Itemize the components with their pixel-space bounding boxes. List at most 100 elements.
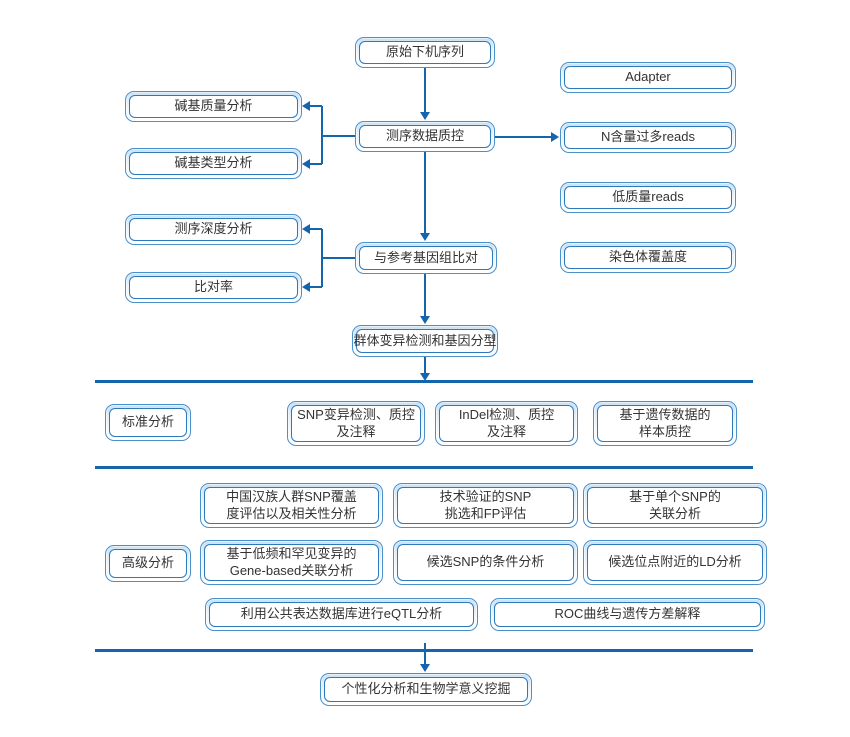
flow-node-label: 群体变异检测和基因分型 [353,329,497,353]
flow-node-label: InDel检测、质控及注释 [439,405,574,442]
connector-line [495,136,551,138]
arrowhead-down-icon [420,373,430,381]
arrowhead-right-icon [551,132,559,142]
connector-line [322,257,355,259]
label-line: 基于低频和罕见变异的 [226,546,357,562]
flow-node-low-quality-reads: 低质量reads [560,182,736,213]
flow-node-label: SNP变异检测、质控及注释 [291,405,421,442]
flow-node-label: 测序数据质控 [359,125,491,148]
flow-node-indel-detect: InDel检测、质控及注释 [435,401,578,446]
label-line: 与参考基因组比对 [373,249,478,265]
label-line: 候选位点附近的LD分析 [608,554,742,570]
label-line: InDel检测、质控 [458,407,555,423]
flow-node-ref-align: 与参考基因组比对 [355,242,497,274]
flow-node-label: 候选位点附近的LD分析 [587,544,763,581]
flow-node-label: 基于遗传数据的样本质控 [597,405,733,442]
connector-line [424,357,426,373]
label-line: 中国汉族人群SNP覆盖 [226,489,357,505]
flow-node-label: 原始下机序列 [359,41,491,64]
flow-node-n-content-reads: N含量过多reads [560,122,736,153]
label-line: 染色体覆盖度 [608,249,687,265]
flow-node-single-snp-assoc: 基于单个SNP的关联分析 [583,483,767,528]
connector-line [424,274,426,316]
arrowhead-down-icon [420,316,430,324]
label-line: ROC曲线与遗传方差解释 [554,606,701,622]
connector-line [322,135,355,137]
arrowhead-left-icon [302,224,310,234]
flow-node-advanced-label: 高级分析 [105,545,191,582]
label-line: 挑选和FP评估 [444,505,527,521]
arrowhead-left-icon [302,159,310,169]
label-line: N含量过多reads [601,129,695,145]
flow-node-label: 碱基质量分析 [129,95,298,118]
label-line: 及注释 [336,423,376,439]
label-line: SNP变异检测、质控 [297,407,415,423]
flow-node-variant-genotype: 群体变异检测和基因分型 [352,325,498,357]
label-line: Adapter [625,69,671,85]
section-divider-2 [95,466,753,469]
label-line: 碱基质量分析 [174,98,253,114]
label-line: Gene-based关联分析 [229,562,354,578]
label-line: 测序深度分析 [174,221,253,237]
label-line: 度评估以及相关性分析 [226,505,357,521]
flow-node-roc-curve: ROC曲线与遗传方差解释 [490,598,765,631]
label-line: 低质量reads [612,189,684,205]
label-line: 高级分析 [121,555,174,571]
flow-node-personalized: 个性化分析和生物学意义挖掘 [320,673,532,706]
flow-node-standard-label: 标准分析 [105,404,191,441]
connector-line [310,163,322,165]
label-line: 基于遗传数据的 [619,407,711,423]
flow-node-label: Adapter [564,66,732,89]
label-line: 比对率 [193,279,233,295]
label-line: 原始下机序列 [385,44,464,60]
flow-node-eqtl-analysis: 利用公共表达数据库进行eQTL分析 [205,598,478,631]
flow-node-label: 利用公共表达数据库进行eQTL分析 [209,602,474,627]
flow-node-map-rate: 比对率 [125,272,302,303]
label-line: 碱基类型分析 [174,155,253,171]
flow-node-candidate-snp: 候选SNP的条件分析 [393,540,578,585]
flow-node-base-type: 碱基类型分析 [125,148,302,179]
label-line: 群体变异检测和基因分型 [353,332,497,348]
flow-node-label: 测序深度分析 [129,218,298,241]
flow-node-label: 碱基类型分析 [129,152,298,175]
arrowhead-down-icon [420,112,430,120]
flow-node-label: 中国汉族人群SNP覆盖度评估以及相关性分析 [204,487,379,524]
arrowhead-down-icon [420,233,430,241]
arrowhead-down-icon [420,664,430,672]
flow-node-han-snp-coverage: 中国汉族人群SNP覆盖度评估以及相关性分析 [200,483,383,528]
flow-node-chrom-coverage: 染色体覆盖度 [560,242,736,273]
connector-line [424,152,426,233]
label-line: 标准分析 [121,414,174,430]
flow-node-seq-depth: 测序深度分析 [125,214,302,245]
connector-line [310,228,322,230]
flow-node-sample-qc: 基于遗传数据的样本质控 [593,401,737,446]
flow-node-ld-analysis: 候选位点附近的LD分析 [583,540,767,585]
label-line: 个性化分析和生物学意义挖掘 [341,681,511,697]
flow-node-adapter: Adapter [560,62,736,93]
flow-node-label: 基于单个SNP的关联分析 [587,487,763,524]
label-line: 关联分析 [648,505,701,521]
flow-node-label: 低质量reads [564,186,732,209]
label-line: 利用公共表达数据库进行eQTL分析 [240,606,443,622]
label-line: 技术验证的SNP [439,489,532,505]
arrowhead-left-icon [302,101,310,111]
flow-node-seq-data-qc: 测序数据质控 [355,121,495,152]
label-line: 及注释 [486,423,526,439]
arrowhead-left-icon [302,282,310,292]
flow-node-label: 染色体覆盖度 [564,246,732,269]
label-line: 基于单个SNP的 [629,489,721,505]
flow-node-label: 比对率 [129,276,298,299]
flow-node-label: 个性化分析和生物学意义挖掘 [324,677,528,702]
flow-node-label: 候选SNP的条件分析 [397,544,574,581]
flow-node-snp-detect: SNP变异检测、质控及注释 [287,401,425,446]
connector-line [310,286,322,288]
flow-node-label: 与参考基因组比对 [359,246,493,270]
flow-node-base-quality: 碱基质量分析 [125,91,302,122]
flow-node-label: 标准分析 [109,408,187,437]
flow-node-raw-sequence: 原始下机序列 [355,37,495,68]
